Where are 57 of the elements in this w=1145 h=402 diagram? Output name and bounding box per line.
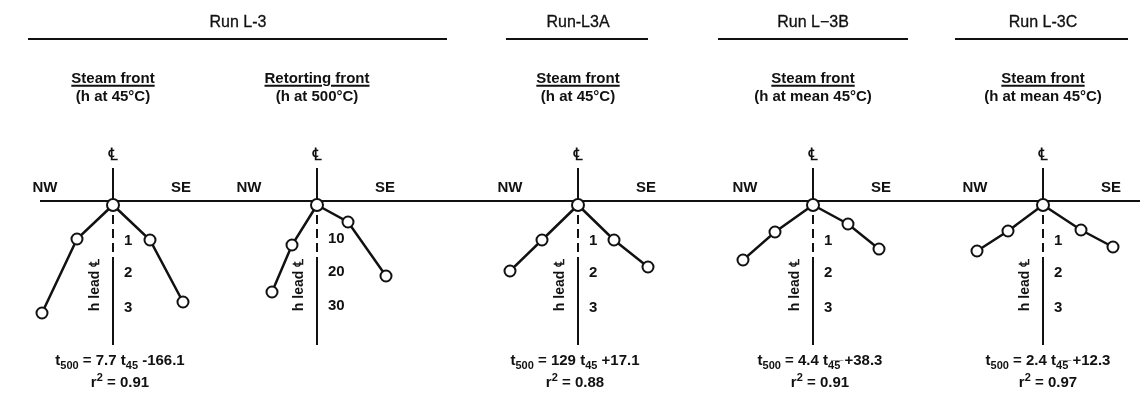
axis-label: h lead ℄ [787,258,803,312]
centerline-symbol: ℄ [1038,145,1048,165]
axis-label: h lead ℄ [291,258,307,312]
scale-tick-label: 1 [589,231,598,249]
scale-tick-label: 2 [124,263,133,281]
front-heading: Steam front [536,69,620,87]
direction-label: NW [962,178,988,196]
scale-tick-label: 3 [124,298,133,316]
axis-label: h lead ℄ [87,258,103,312]
scale-tick-label: 1 [824,231,833,249]
centerline-symbol: ℄ [573,145,583,165]
direction-label: SE [871,178,891,196]
temperature-note: (h at mean 45°C) [754,87,872,105]
scale-tick-label: 30 [328,296,345,314]
direction-label: SE [1101,178,1121,196]
temperature-note: (h at 500°C) [275,87,359,105]
regression-equation: t$_{500}$ = 7.7 t$_{45}$ -166.1 [55,352,185,372]
front-heading: Steam front [1001,69,1085,87]
scale-tick-label: 3 [1054,298,1063,316]
centerline-symbol: ℄ [108,145,118,165]
centerline-symbol: ℄ [808,145,818,165]
scale-tick-label: 3 [824,298,833,316]
direction-label: NW [32,178,58,196]
axis-label: h lead ℄ [552,258,568,312]
scale-tick-label: 2 [824,263,833,281]
centerline-symbol: ℄ [312,145,322,165]
front-heading: Steam front [771,69,855,87]
scale-tick-label: 3 [589,298,598,316]
front-heading: Steam front [71,69,155,87]
direction-label: SE [375,178,395,196]
front-heading: Retorting front [264,69,370,87]
run-heading: Run L-3 [209,13,267,31]
axis-label: h lead ℄ [1017,258,1033,312]
scale-tick-label: 20 [328,262,345,280]
regression-equation: t$_{500}$ = 2.4 t$_{4̅5̅}$ +12.3 [985,352,1111,372]
run-heading: Run L-3C [1008,13,1078,31]
direction-label: NW [236,178,262,196]
correlation-value: r$^{2}$ = 0.97 [1018,371,1078,391]
direction-label: SE [636,178,656,196]
temperature-note: (h at 45°C) [540,87,616,105]
temperature-note: (h at mean 45°C) [984,87,1102,105]
run-heading: Run-L3A [546,13,610,31]
direction-label: NW [732,178,758,196]
regression-equation: t$_{500}$ = 4.4 t$_{4̅5̅}$ +38.3 [757,352,883,372]
direction-label: NW [497,178,523,196]
run-heading: Run L−3B [777,13,849,31]
temperature-note: (h at 45°C) [75,87,151,105]
scale-tick-label: 2 [589,263,598,281]
scale-tick-label: 1 [1054,231,1063,249]
scale-tick-label: 10 [328,229,345,247]
scale-tick-label: 2 [1054,263,1063,281]
correlation-value: r$^{2}$ = 0.91 [790,371,850,391]
regression-equation: t$_{500}$ = 129 t$_{45}$ +17.1 [510,352,640,372]
correlation-value: r$^{2}$ = 0.91 [90,371,150,391]
correlation-value: r$^{2}$ = 0.88 [545,371,605,391]
direction-label: SE [171,178,191,196]
scale-tick-label: 1 [124,231,133,249]
